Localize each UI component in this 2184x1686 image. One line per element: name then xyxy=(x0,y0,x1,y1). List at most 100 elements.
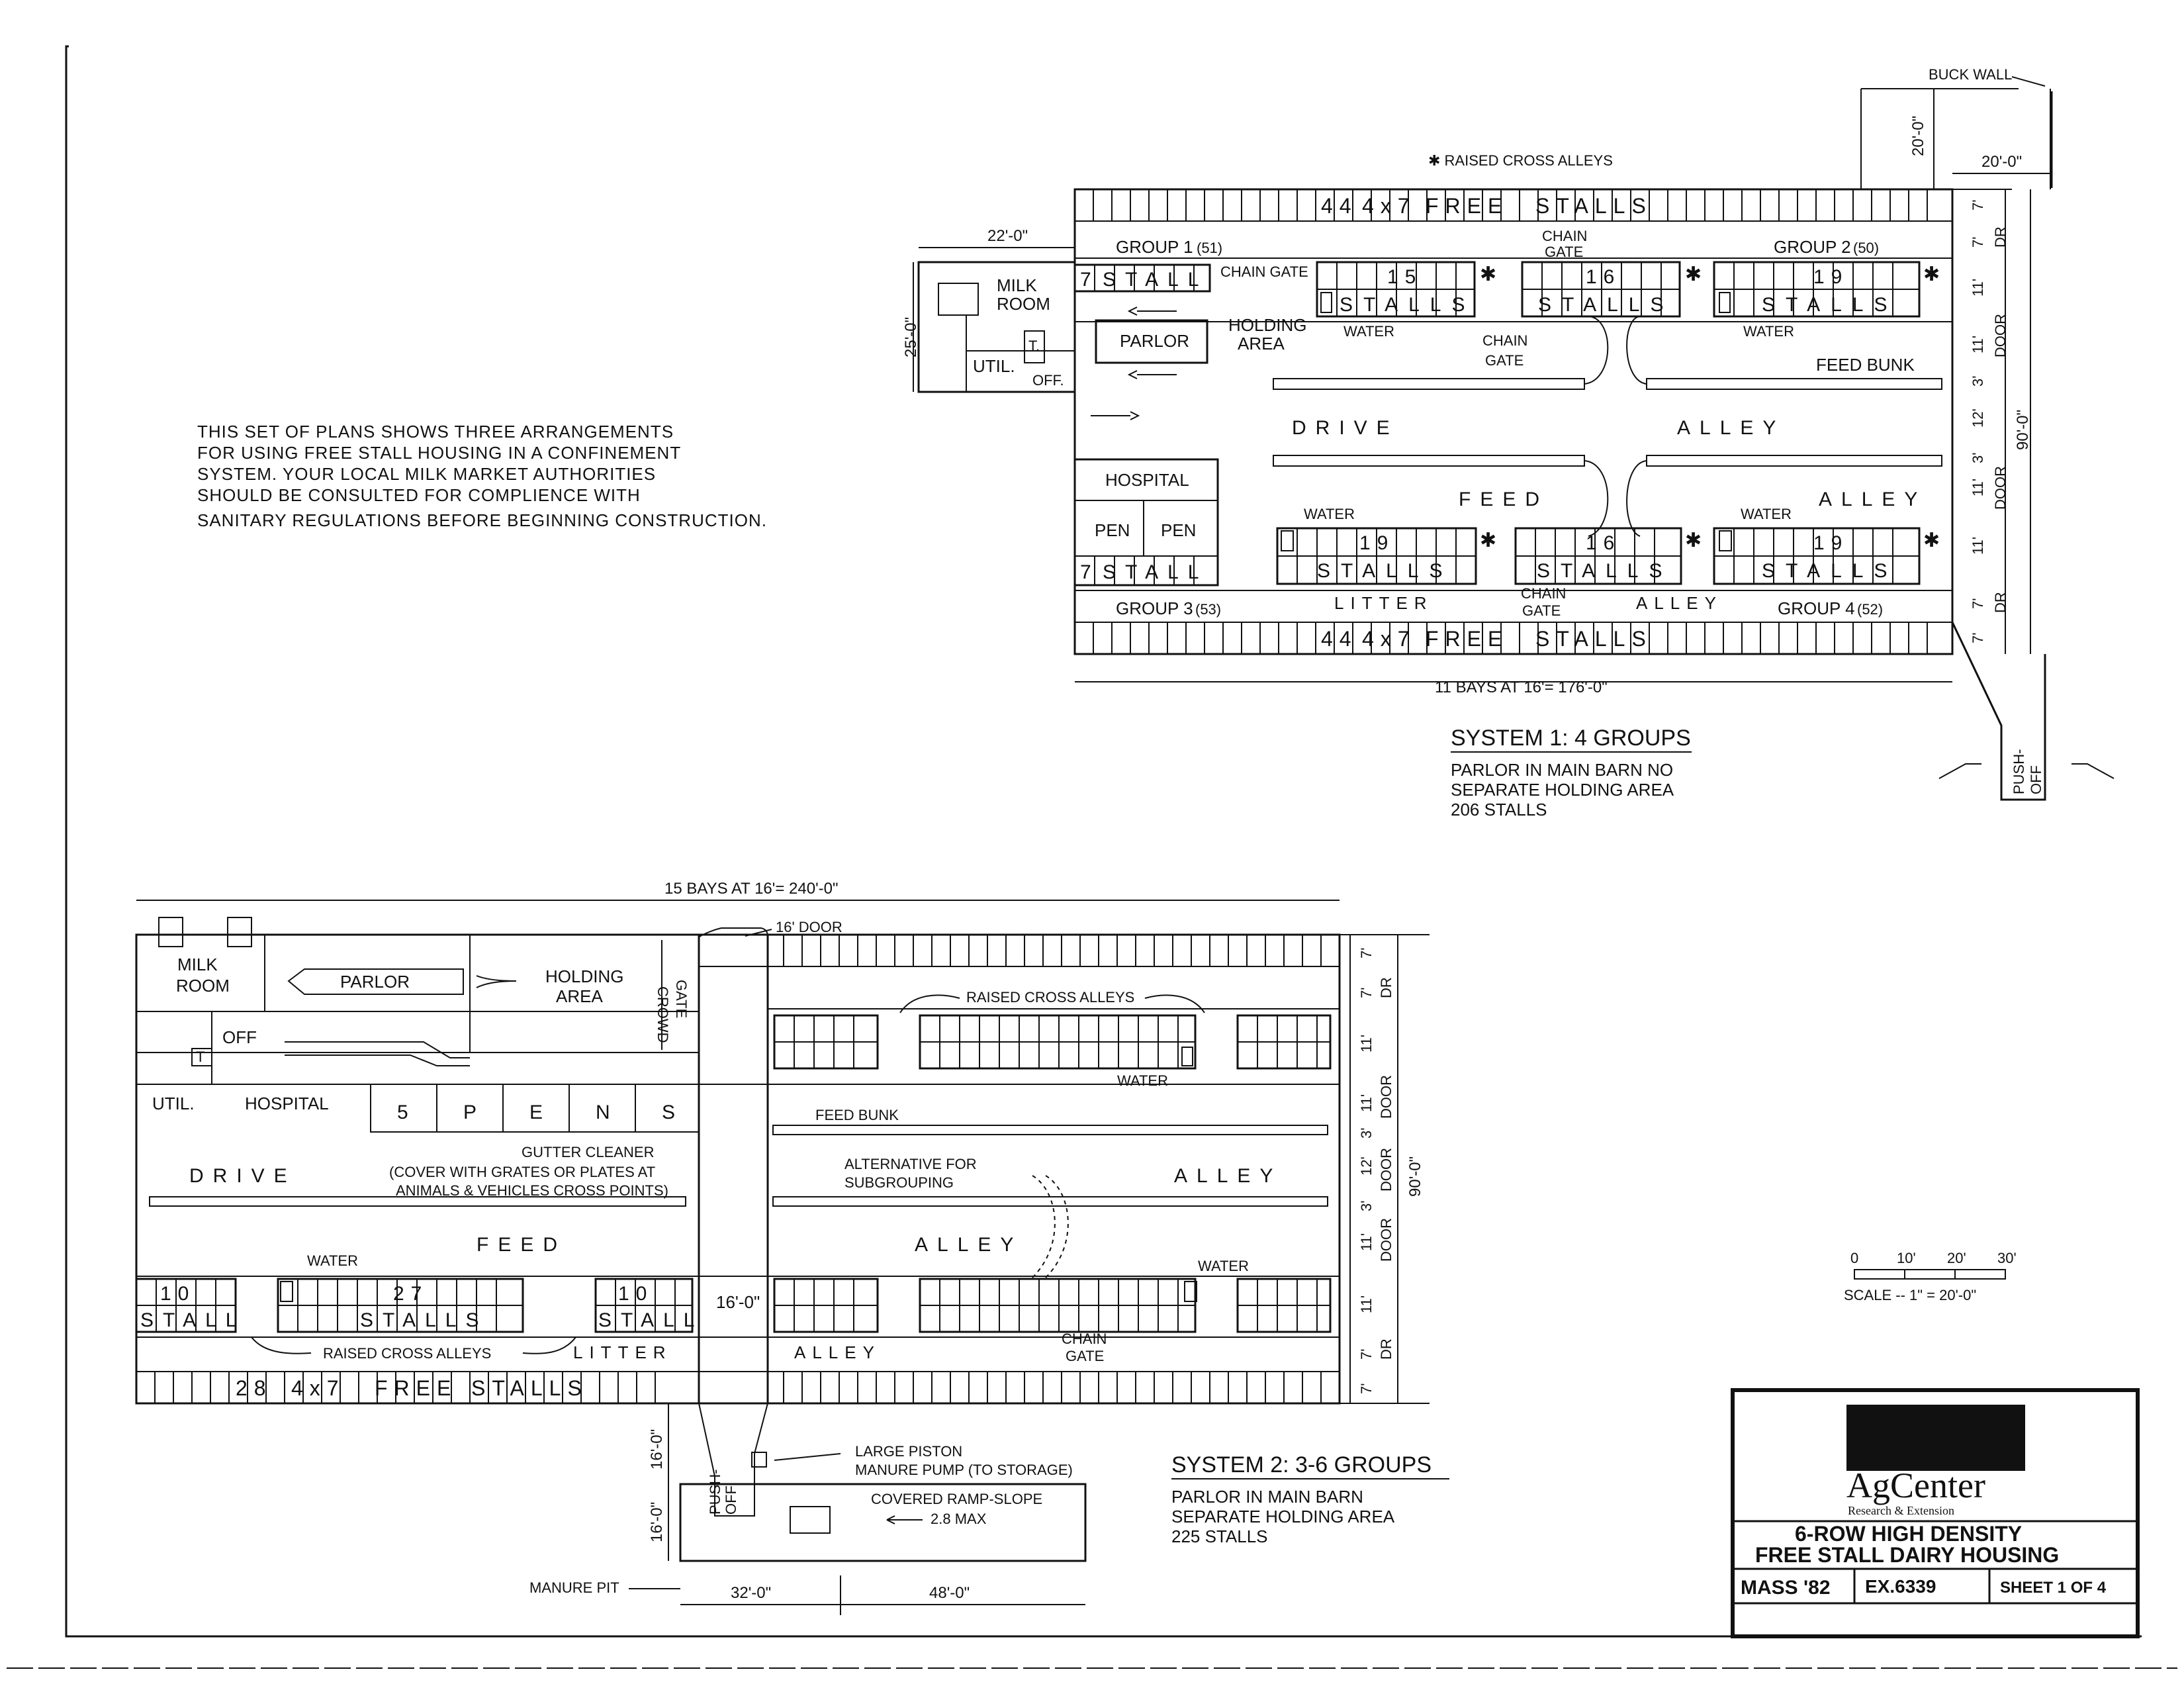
s2-desc-1: PARLOR IN MAIN BARN xyxy=(1171,1487,1363,1507)
svg-text:11': 11' xyxy=(1970,279,1986,297)
logo-sub: Research & Extension xyxy=(1848,1504,1954,1517)
s1-block-16a-label: STALLS xyxy=(1538,294,1674,316)
s2-block-27-label: STALLS xyxy=(360,1309,488,1331)
s1-water-label-2: WATER xyxy=(1743,323,1794,340)
s1-alley-label-1: ALLEY xyxy=(1677,417,1785,439)
s2-parlor-label: PARLOR xyxy=(340,972,410,992)
s2-manure-pit xyxy=(679,1483,1087,1562)
svg-text:3': 3' xyxy=(1358,1128,1375,1139)
s1-feed-bunk-4 xyxy=(1646,455,1942,467)
s2-milk-room-1: MILK xyxy=(177,955,218,974)
s2-pit-dim-4: 48'-0" xyxy=(929,1584,970,1602)
svg-text:7': 7' xyxy=(1970,633,1986,643)
s2-stalls-label-4: STALLS xyxy=(471,1376,588,1400)
svg-text:DR: DR xyxy=(1378,977,1394,998)
s1-dim-overall: 90'-0" xyxy=(2014,410,2032,450)
s1-7-stall-top-count: 7 xyxy=(1080,269,1091,291)
svg-text:7': 7' xyxy=(1970,598,1986,609)
s1-block-16a-count: 16 xyxy=(1586,266,1621,288)
s1-desc-1: PARLOR IN MAIN BARN NO xyxy=(1451,760,1673,780)
s2-holding-2: AREA xyxy=(556,986,603,1006)
s2-row-dims: 7' 7' DR 11' 11' DOOR 3' 12' DOOR 3' 11'… xyxy=(1358,948,1394,1394)
svg-text:11': 11' xyxy=(1358,1094,1375,1112)
s1-feed-label: FEED xyxy=(1459,489,1549,510)
s2-title: SYSTEM 2: 3-6 GROUPS xyxy=(1171,1452,1432,1477)
s1-water-trough-1 xyxy=(1320,292,1332,313)
s1-group4-count: (52) xyxy=(1857,601,1883,618)
svg-text:3': 3' xyxy=(1970,453,1986,463)
s2-manure-pit-label: MANURE PIT xyxy=(529,1579,619,1596)
s1-buck-wall-label: BUCK WALL xyxy=(1929,66,2012,83)
sheet-label: SHEET 1 OF 4 xyxy=(2000,1579,2107,1597)
s1-desc-3: 206 STALLS xyxy=(1451,800,1547,820)
s1-bottom-stall-label-2: 4x7 xyxy=(1362,627,1416,651)
s1-block-19b-label: STALLS xyxy=(1317,560,1453,582)
s2-raised-cross-alleys-top: RAISED CROSS ALLEYS xyxy=(966,989,1134,1006)
logo-block xyxy=(1846,1405,2025,1471)
s1-parlor-label: PARLOR xyxy=(1120,331,1189,351)
s1-parlor-room xyxy=(1095,319,1208,364)
s2-16-door: 16' DOOR xyxy=(776,919,842,935)
svg-text:✱: ✱ xyxy=(1923,530,1940,551)
s1-block-19a-count: 19 xyxy=(1813,266,1848,288)
s2-push-off-2: OFF xyxy=(723,1485,739,1515)
s2-milk-room-2: ROOM xyxy=(176,976,230,996)
svg-text:✱: ✱ xyxy=(1685,530,1702,551)
s1-milk-room-1: MILK xyxy=(997,275,1037,295)
s1-water-label-4: WATER xyxy=(1741,506,1792,522)
s1-chain-gate-bottom-1: CHAIN xyxy=(1521,585,1566,602)
sheet-border xyxy=(65,45,2142,1638)
s2-water-label-1: WATER xyxy=(1117,1072,1168,1089)
s1-hospital-block xyxy=(1073,458,1219,586)
s2-litter-label: LITTER xyxy=(573,1342,672,1362)
svg-text:DR: DR xyxy=(1378,1338,1394,1360)
s1-block-19c-count: 19 xyxy=(1813,532,1848,554)
s2-t-label: T xyxy=(196,1049,205,1065)
s2-pens-2: P xyxy=(463,1101,477,1123)
s1-feed-bunk-1 xyxy=(1273,378,1585,390)
s1-7-stall-top-label: STALL xyxy=(1103,269,1208,291)
s1-top-stall-label-1: 44 xyxy=(1321,194,1358,218)
s1-litter-label: LITTER xyxy=(1334,593,1433,613)
s1-block-19c-label: STALLS xyxy=(1762,560,1898,582)
s1-holding-1: HOLDING xyxy=(1228,315,1306,335)
svg-text:12': 12' xyxy=(1358,1156,1375,1176)
s1-chain-gate-top-2: GATE xyxy=(1545,244,1583,260)
scale-label: SCALE -- 1" = 20'-0" xyxy=(1844,1287,1976,1303)
s2-pens-1: 5 xyxy=(397,1101,408,1123)
s2-water-label-3: WATER xyxy=(307,1252,358,1269)
s2-desc-2: SEPARATE HOLDING AREA xyxy=(1171,1507,1395,1526)
svg-text:11': 11' xyxy=(1970,479,1986,496)
s1-group3-count: (53) xyxy=(1195,601,1221,618)
s2-dim-bays: 15 BAYS AT 16'= 240'-0" xyxy=(664,880,839,898)
s1-alley-label-3: ALLEY xyxy=(1636,593,1723,613)
svg-text:DOOR: DOOR xyxy=(1378,1075,1394,1119)
svg-text:11': 11' xyxy=(1358,1035,1375,1053)
s1-hospital-label: HOSPITAL xyxy=(1105,470,1189,490)
s1-milk-room-2: ROOM xyxy=(997,294,1050,314)
s1-dim-22: 22'-0" xyxy=(987,227,1028,245)
s2-pens-3: E xyxy=(529,1101,543,1123)
svg-text:3': 3' xyxy=(1358,1201,1375,1211)
svg-text:7': 7' xyxy=(1970,200,1986,211)
s2-block-10a-label: STALL xyxy=(140,1309,246,1331)
intro-line-5: SANITARY REGULATIONS BEFORE BEGINNING CO… xyxy=(197,510,767,530)
title-line-1: 6-ROW HIGH DENSITY xyxy=(1795,1522,2022,1546)
s1-title: SYSTEM 1: 4 GROUPS xyxy=(1451,726,1691,751)
svg-text:✱: ✱ xyxy=(1480,263,1496,285)
s1-feed-bunk-label: FEED BUNK xyxy=(1816,355,1915,375)
s2-alt-2: SUBGROUPING xyxy=(844,1174,954,1191)
s1-t-label: T. xyxy=(1028,338,1040,354)
svg-text:DOOR: DOOR xyxy=(1378,1148,1394,1192)
ex-label: EX.6339 xyxy=(1865,1576,1936,1597)
s2-ramp-1: COVERED RAMP-SLOPE xyxy=(871,1491,1042,1507)
svg-text:✱: ✱ xyxy=(1480,530,1496,551)
svg-text:DOOR: DOOR xyxy=(1378,1218,1394,1262)
svg-text:7': 7' xyxy=(1358,1383,1375,1394)
s1-block-15-label: STALLS xyxy=(1340,294,1476,316)
s1-group1-count: (51) xyxy=(1197,240,1222,256)
s2-pit-dim-2: 16'-0" xyxy=(648,1502,666,1542)
svg-text:0: 0 xyxy=(1850,1250,1858,1266)
svg-text:7': 7' xyxy=(1358,988,1375,998)
